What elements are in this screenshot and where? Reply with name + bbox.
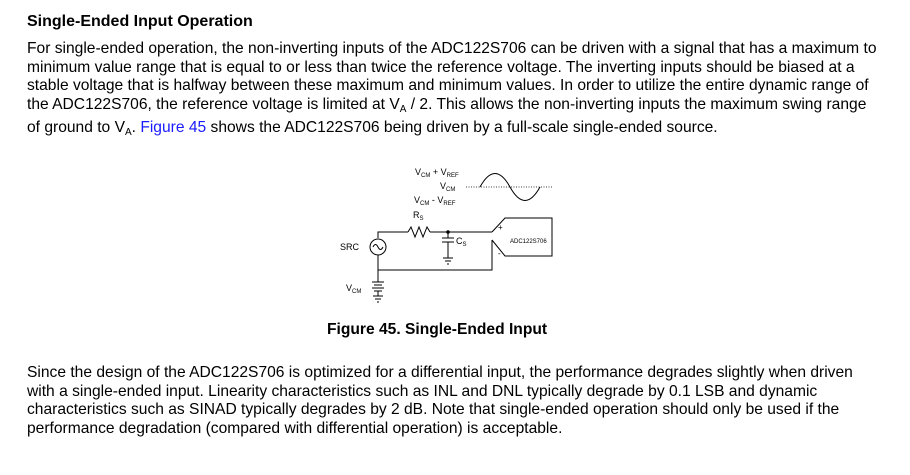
label-adc: ADC122S706 <box>510 239 547 245</box>
label-vcm-plus-vref: VCM + VREF <box>415 167 459 179</box>
figure-caption: Figure 45. Single-Ended Input <box>327 321 548 338</box>
adc-block <box>491 217 553 257</box>
label-bottom-vcm: VCM <box>346 283 361 295</box>
ac-source-wave <box>372 244 384 250</box>
wire-src-to-rs <box>377 231 408 238</box>
label-rs: RS <box>413 210 424 222</box>
circuit-svg: VCM + VREF VCM VCM - VREF RS CS <box>340 167 553 303</box>
intro-paragraph: For single-ended operation, the non-inve… <box>27 40 877 143</box>
junction-dot <box>446 230 450 234</box>
figure-45-link[interactable]: Figure 45 <box>140 119 207 136</box>
label-plus: + <box>498 223 503 232</box>
sine-waveform <box>479 173 541 201</box>
label-src: SRC <box>340 242 360 252</box>
para1-text-d: shows the ADC122S706 being driven by a f… <box>206 119 718 136</box>
para1-text-a: For single-ended operation, the non-inve… <box>27 40 877 113</box>
wire-vcm-to-adc-minus <box>378 240 493 271</box>
label-cs: CS <box>456 236 467 248</box>
resistor-rs <box>407 225 431 239</box>
label-vcm: VCM <box>440 181 455 193</box>
performance-paragraph: Since the design of the ADC122S706 is op… <box>27 364 853 437</box>
para1-va-sub: A <box>399 103 407 115</box>
section-title: Single-Ended Input Operation <box>27 13 253 30</box>
label-minus: - <box>498 249 501 258</box>
para1-va2-sub: A <box>124 127 132 138</box>
para1-text-b: / 2. This allows the non-inverting input… <box>27 95 867 137</box>
single-ended-input-diagram: VCM + VREF VCM VCM - VREF RS CS <box>330 160 580 310</box>
label-vcm-minus-vref: VCM - VREF <box>414 195 456 207</box>
para1-text-c: . <box>131 119 141 136</box>
